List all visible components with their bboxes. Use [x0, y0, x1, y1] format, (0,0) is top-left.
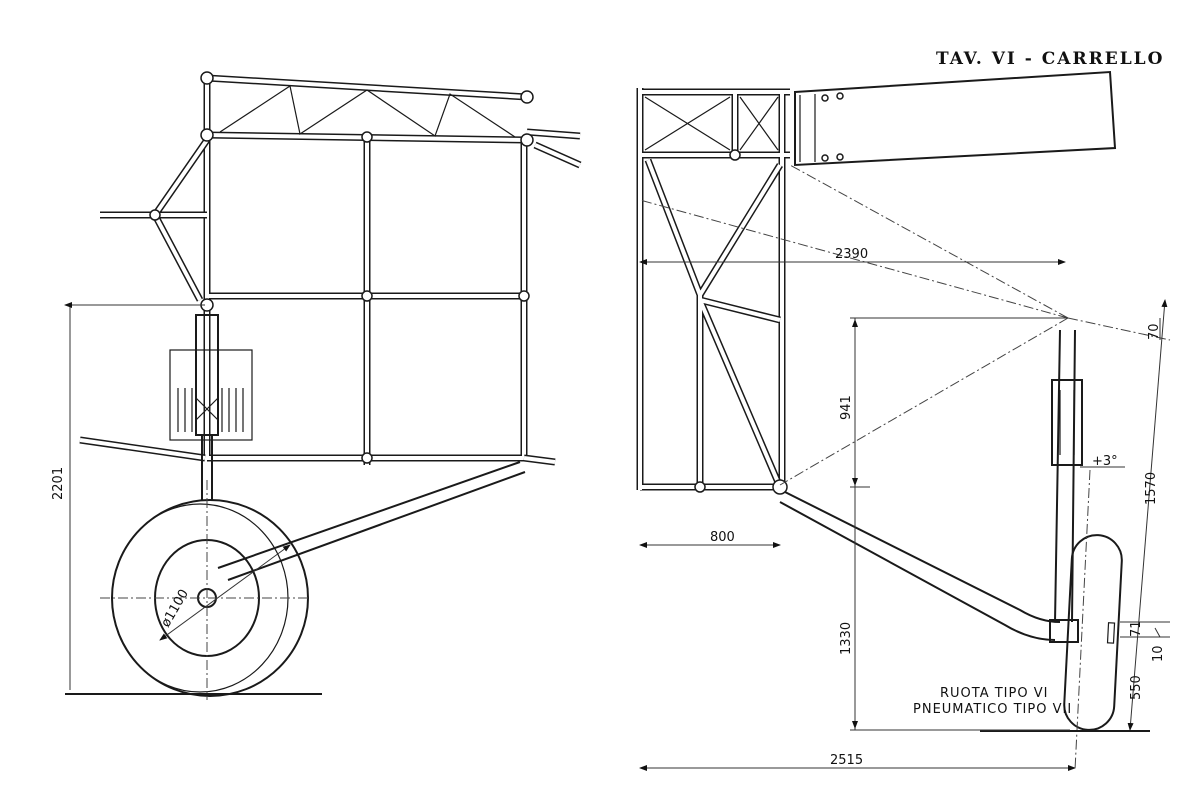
dimensions-side: 2390 800 2515 941 1330 1570 550 70 71 10… — [639, 247, 1170, 771]
label-tyre-type: PNEUMATICO TIPO VII — [913, 702, 1072, 717]
svg-text:2201: 2201 — [51, 467, 66, 500]
shock-absorber-side — [1049, 329, 1083, 643]
radius-rod — [217, 461, 526, 581]
wing-root — [794, 70, 1117, 167]
side-frame — [636, 88, 790, 495]
svg-text:71: 71 — [1129, 620, 1144, 637]
svg-text:10: 10 — [1151, 645, 1166, 662]
svg-text:1330: 1330 — [839, 622, 854, 655]
side-wheel — [1063, 534, 1123, 731]
svg-text:70: 70 — [1147, 323, 1162, 340]
front-view: ø1100 2201 — [51, 71, 582, 700]
dim-height-front: 2201 — [51, 305, 205, 690]
dim-wheel-diameter: ø1100 — [158, 587, 192, 630]
label-wheel-type: RUOTA TIPO VI — [940, 686, 1048, 701]
svg-text:550: 550 — [1129, 675, 1144, 700]
svg-text:2515: 2515 — [830, 753, 863, 768]
svg-text:800: 800 — [710, 530, 735, 545]
svg-text:1570: 1570 — [1144, 472, 1159, 505]
svg-text:2390: 2390 — [835, 247, 868, 262]
svg-text:941: 941 — [839, 395, 854, 420]
svg-text:+3°: +3° — [1092, 454, 1118, 469]
side-view: 2390 800 2515 941 1330 1570 550 70 71 10… — [636, 70, 1171, 771]
side-leg — [779, 491, 1061, 641]
sheet-title: TAV. VI - CARRELLO — [936, 49, 1164, 69]
front-wheel: ø1100 — [100, 480, 310, 700]
shock-absorber-front — [169, 314, 253, 500]
fuselage-frame — [79, 71, 556, 466]
upper-truss — [206, 74, 582, 169]
